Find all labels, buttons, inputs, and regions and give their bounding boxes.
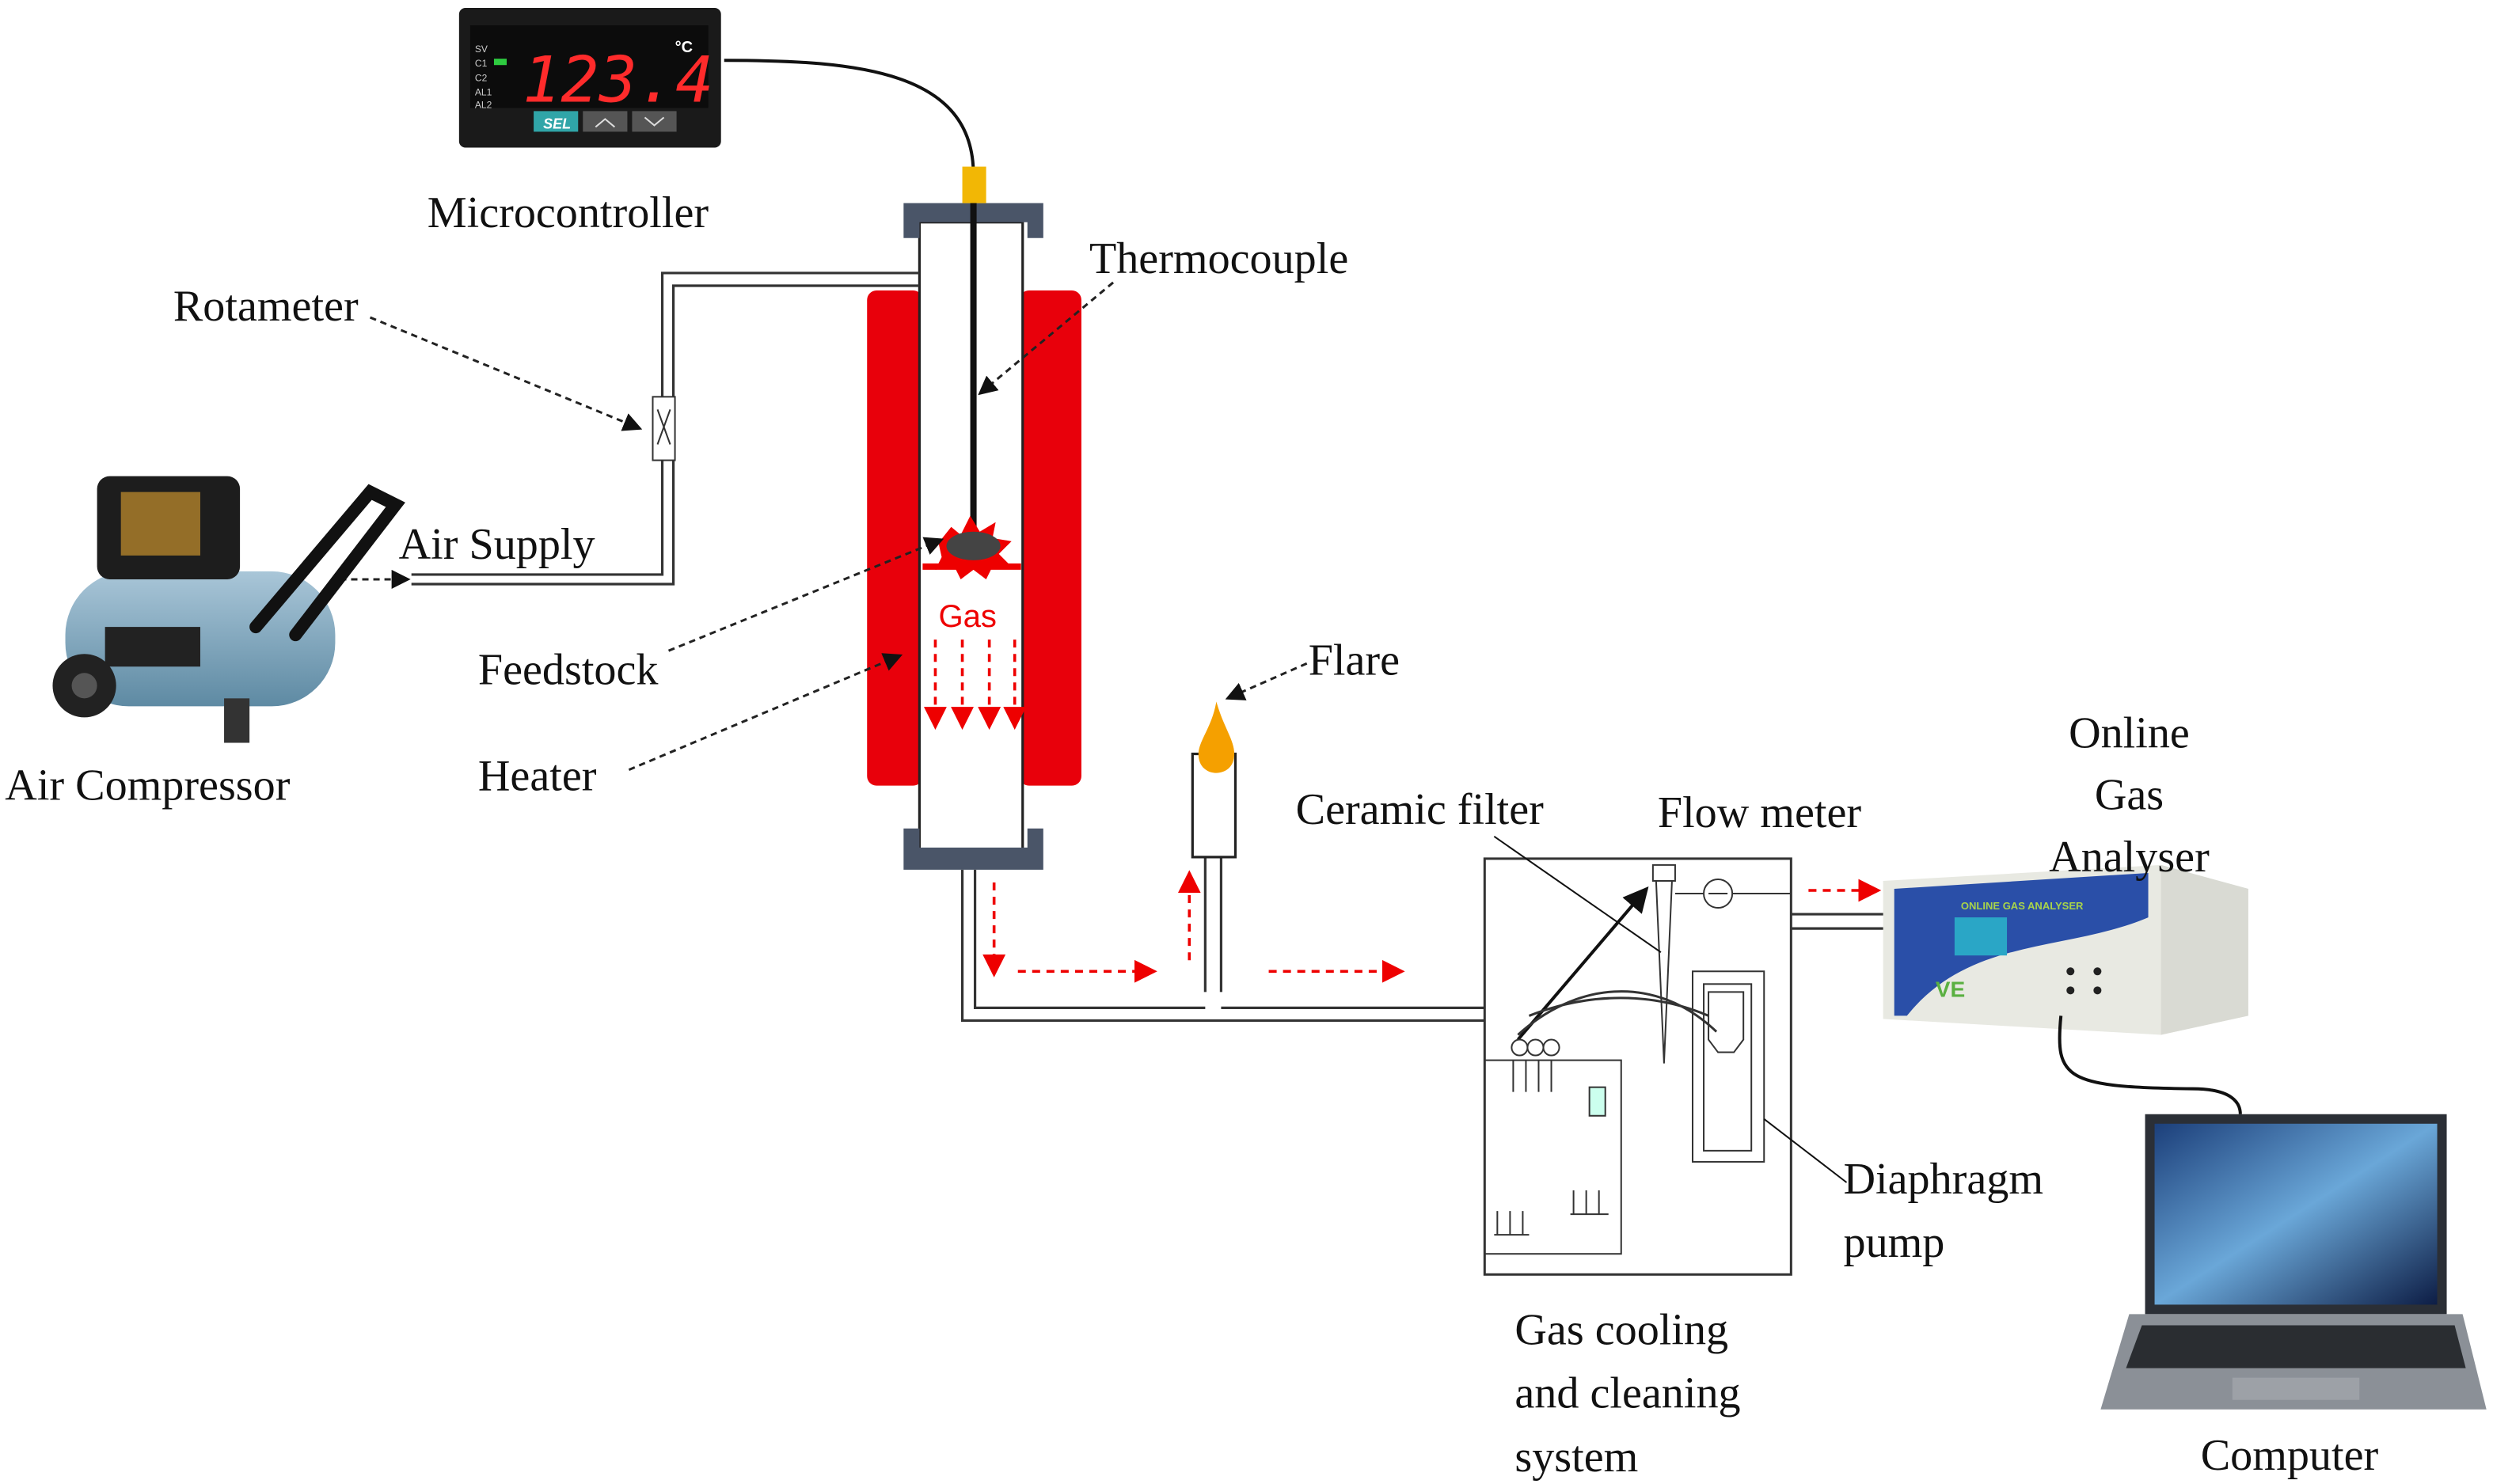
unit-label: °C	[675, 39, 694, 56]
ceramic-filter	[1651, 863, 1676, 1064]
label-analyser-2: Gas	[2095, 771, 2164, 820]
analyser-logo: VE	[1936, 977, 1965, 1001]
thermocouple-cable	[724, 59, 975, 175]
gas-cooling-cleaning-box	[1483, 857, 1792, 1276]
air-compressor-image	[52, 476, 405, 743]
label-ceramic-filter: Ceramic filter	[1296, 785, 1545, 834]
svg-text:C1: C1	[475, 58, 488, 69]
label-analyser-1: Online	[2069, 709, 2190, 758]
label-gas: Gas	[938, 599, 997, 634]
flare-stack	[1191, 701, 1237, 992]
svg-text:SV: SV	[475, 44, 488, 55]
svg-text:AL1: AL1	[475, 86, 492, 97]
heater-right	[1019, 290, 1081, 786]
label-gas-cooling-3: system	[1514, 1433, 1638, 1482]
label-diaphragm-pump-2: pump	[1844, 1218, 1945, 1267]
analyser-panel-text: ONLINE GAS ANALYSER	[1961, 900, 2084, 912]
label-flow-meter: Flow meter	[1658, 788, 1862, 837]
rotameter	[652, 396, 676, 461]
label-rotameter: Rotameter	[173, 282, 359, 331]
laptop-computer-image	[2100, 1114, 2487, 1410]
label-air-supply: Air Supply	[399, 520, 595, 569]
label-air-compressor: Air Compressor	[5, 761, 290, 810]
label-diaphragm-pump-1: Diaphragm	[1844, 1155, 2043, 1204]
thermocouple-connector	[962, 166, 986, 203]
label-gas-cooling-2: and cleaning	[1514, 1369, 1740, 1418]
online-gas-analyser-image: ONLINE GAS ANALYSER VE	[1883, 864, 2248, 1035]
label-microcontroller: Microcontroller	[428, 188, 709, 237]
sel-button-label: SEL	[543, 116, 571, 131]
label-analyser-3: Analyser	[2049, 833, 2210, 882]
label-computer: Computer	[2201, 1431, 2379, 1480]
analyser-computer-cable	[2058, 1015, 2242, 1114]
label-flare: Flare	[1309, 636, 1400, 685]
label-thermocouple: Thermocouple	[1089, 234, 1348, 283]
outlet-pipe	[960, 869, 1487, 1023]
svg-text:C2: C2	[475, 72, 488, 83]
label-feedstock: Feedstock	[478, 645, 659, 694]
flow-direction-arrows	[982, 870, 1882, 983]
temperature-readout: 123.4	[523, 43, 713, 116]
heater-left	[867, 290, 923, 786]
label-gas-cooling-1: Gas cooling	[1514, 1306, 1728, 1355]
flame-icon	[1198, 701, 1235, 773]
svg-text:AL2: AL2	[475, 99, 492, 110]
label-heater: Heater	[478, 752, 597, 801]
up-arrow-icon	[595, 118, 616, 128]
bottom-flange	[903, 828, 1043, 870]
down-arrow-icon	[644, 116, 665, 127]
analyser-sample-line	[1791, 913, 1888, 930]
feedstock	[946, 531, 1001, 560]
gas-flow-arrows	[924, 640, 1027, 731]
